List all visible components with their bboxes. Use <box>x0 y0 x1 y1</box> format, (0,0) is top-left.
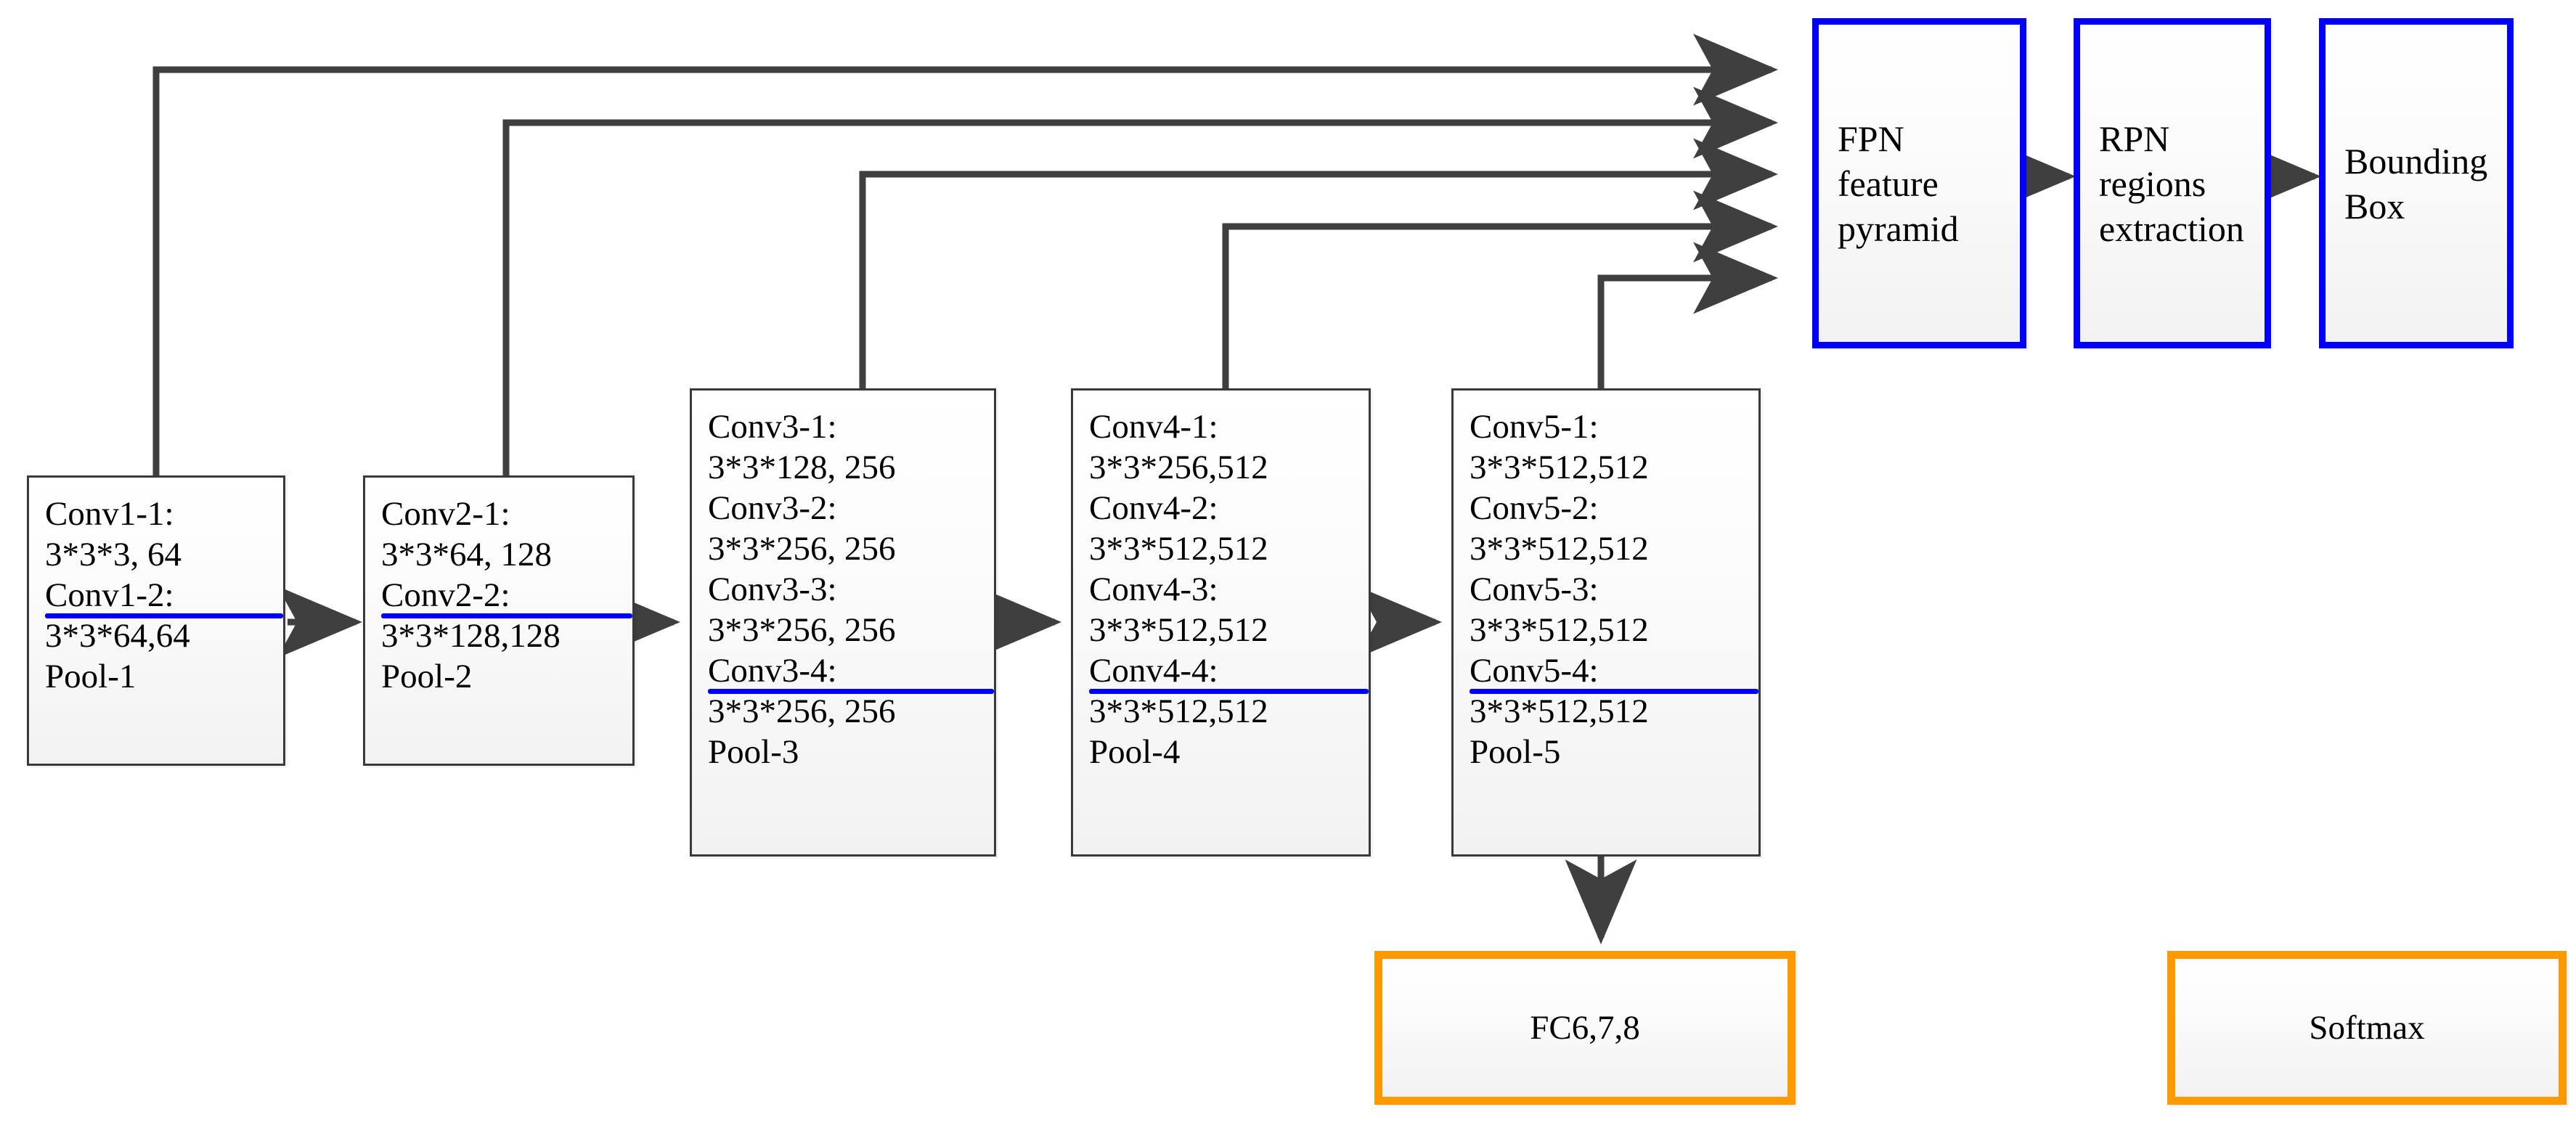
conv-line: Pool-5 <box>1470 733 1561 771</box>
conv-block-conv2[interactable]: Conv2-1: 3*3*64, 128 Conv2-2: 3*3*128,12… <box>363 475 635 766</box>
conv-line: Pool-1 <box>45 658 136 695</box>
bounding-box-label-line: Bounding <box>2344 140 2488 181</box>
conv-line: Conv5-1: <box>1470 408 1599 446</box>
rpn-label: RPN regions extraction <box>2099 116 2244 251</box>
softmax-label: Softmax <box>2309 1009 2425 1047</box>
classification-block-softmax[interactable]: Softmax <box>2167 951 2567 1105</box>
detection-block-rpn[interactable]: RPN regions extraction <box>2074 18 2271 348</box>
skip-conv5-fpn <box>1597 242 1778 388</box>
conv-line: Conv3-3: <box>708 571 837 608</box>
conv-line: 3*3*512,512 <box>1089 692 1268 730</box>
conv-block-conv1[interactable]: Conv1-1: 3*3*3, 64 Conv1-2: 3*3*64,64 Po… <box>27 475 285 766</box>
bounding-box-label-line: Box <box>2344 185 2405 226</box>
conv-line: 3*3*128,128 <box>381 617 561 655</box>
conv-line: Pool-2 <box>381 658 473 695</box>
bounding-box-label: Bounding Box <box>2344 139 2487 229</box>
conv-line: 3*3*512,512 <box>1089 530 1268 568</box>
conv-line: Conv4-2: <box>1089 489 1218 527</box>
conv-block-conv4[interactable]: Conv4-1: 3*3*256,512 Conv4-2: 3*3*512,51… <box>1071 388 1371 857</box>
conv-line: Conv4-3: <box>1089 571 1218 608</box>
fpn-label: FPN feature pyramid <box>1838 116 1959 251</box>
conv-line-highlighted: Conv3-4: <box>708 650 994 694</box>
detection-block-fpn[interactable]: FPN feature pyramid <box>1812 18 2026 348</box>
conv-line: Conv3-1: <box>708 408 837 446</box>
conv-line: 3*3*256, 256 <box>708 611 896 649</box>
conv-line-highlighted: Conv1-2: <box>45 575 283 618</box>
conv-line: 3*3*64,64 <box>45 617 190 655</box>
rpn-label-line: regions <box>2099 163 2206 204</box>
conv-line: 3*3*128, 256 <box>708 449 896 486</box>
conv-line: 3*3*512,512 <box>1470 611 1649 649</box>
fpn-label-line: FPN <box>1838 118 1904 159</box>
conv-line-highlighted: Conv5-4: <box>1470 650 1758 694</box>
conv-line: Conv1-1: <box>45 495 174 533</box>
conv-line-highlighted: Conv4-4: <box>1089 650 1369 694</box>
skip-conv4-fpn <box>1222 190 1778 388</box>
conv-line: Pool-4 <box>1089 733 1181 771</box>
conv-line: 3*3*64, 128 <box>381 536 552 573</box>
conv-line: 3*3*256,512 <box>1089 449 1268 486</box>
rpn-label-line: RPN <box>2099 118 2170 159</box>
conv-block-conv5[interactable]: Conv5-1: 3*3*512,512 Conv5-2: 3*3*512,51… <box>1451 388 1761 857</box>
conv-line: 3*3*512,512 <box>1470 692 1649 730</box>
rpn-label-line: extraction <box>2099 208 2244 249</box>
conv-line: Pool-3 <box>708 733 799 771</box>
conv-line: 3*3*256, 256 <box>708 530 896 568</box>
skip-conv2-fpn <box>502 86 1778 475</box>
conv-line: Conv2-1: <box>381 495 510 533</box>
conv-line: 3*3*512,512 <box>1470 449 1649 486</box>
conv-line: 3*3*256, 256 <box>708 692 896 730</box>
fpn-label-line: pyramid <box>1838 208 1959 249</box>
conv-line: Conv4-1: <box>1089 408 1218 446</box>
conv-line: Conv3-2: <box>708 489 837 527</box>
conv-line: Conv5-2: <box>1470 489 1599 527</box>
classification-block-fc[interactable]: FC6,7,8 <box>1374 951 1796 1105</box>
detection-block-bounding-box[interactable]: Bounding Box <box>2319 18 2514 348</box>
skip-conv1-fpn <box>152 33 1778 475</box>
conv-line: 3*3*3, 64 <box>45 536 182 573</box>
conv-line: Conv5-3: <box>1470 571 1599 608</box>
conv-block-conv3[interactable]: Conv3-1: 3*3*128, 256 Conv3-2: 3*3*256, … <box>690 388 996 857</box>
conv-line-highlighted: Conv2-2: <box>381 575 632 618</box>
skip-conv3-fpn <box>859 138 1778 388</box>
fpn-label-line: feature <box>1838 163 1939 204</box>
conv-line: 3*3*512,512 <box>1089 611 1268 649</box>
conv-line: 3*3*512,512 <box>1470 530 1649 568</box>
fc-label: FC6,7,8 <box>1530 1009 1640 1047</box>
